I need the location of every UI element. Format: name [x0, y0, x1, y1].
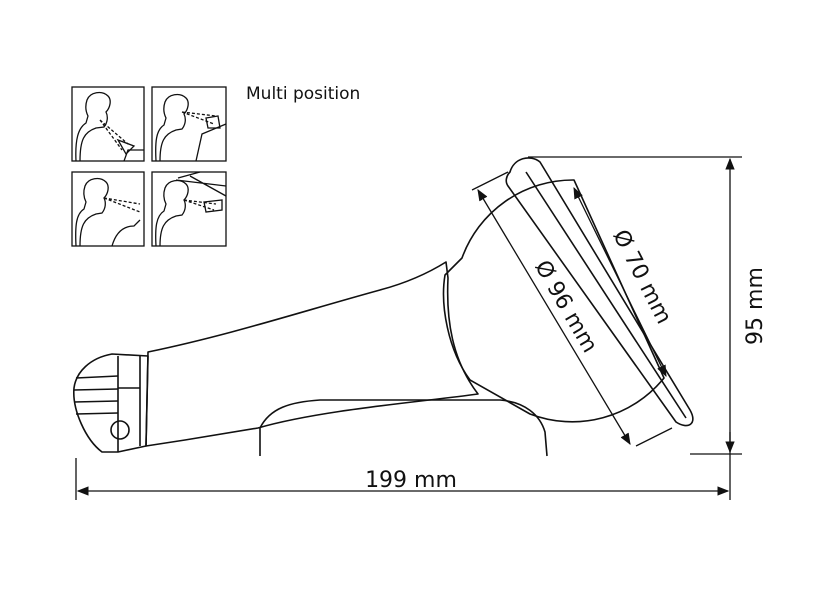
compass-bracket: [73, 353, 149, 453]
height-label: 95 mm: [743, 267, 768, 345]
dimension-lines: [75, 156, 742, 500]
inner-diameter-line: [573, 186, 667, 378]
multi-position-icons: [71, 86, 227, 247]
outer-diameter-line: [477, 188, 631, 446]
compass-base: [259, 399, 548, 457]
compass-bezel: [505, 157, 694, 427]
compass-arm: [145, 261, 479, 447]
bracket-screw: [110, 420, 130, 440]
position-panel-1: [71, 86, 145, 162]
position-panel-3: [71, 171, 145, 247]
legend-label: Multi position: [246, 84, 361, 104]
length-label: 199 mm: [365, 468, 457, 493]
position-panel-2: [151, 86, 227, 162]
position-panel-4: [151, 171, 227, 247]
compass-drawing: [73, 157, 694, 457]
